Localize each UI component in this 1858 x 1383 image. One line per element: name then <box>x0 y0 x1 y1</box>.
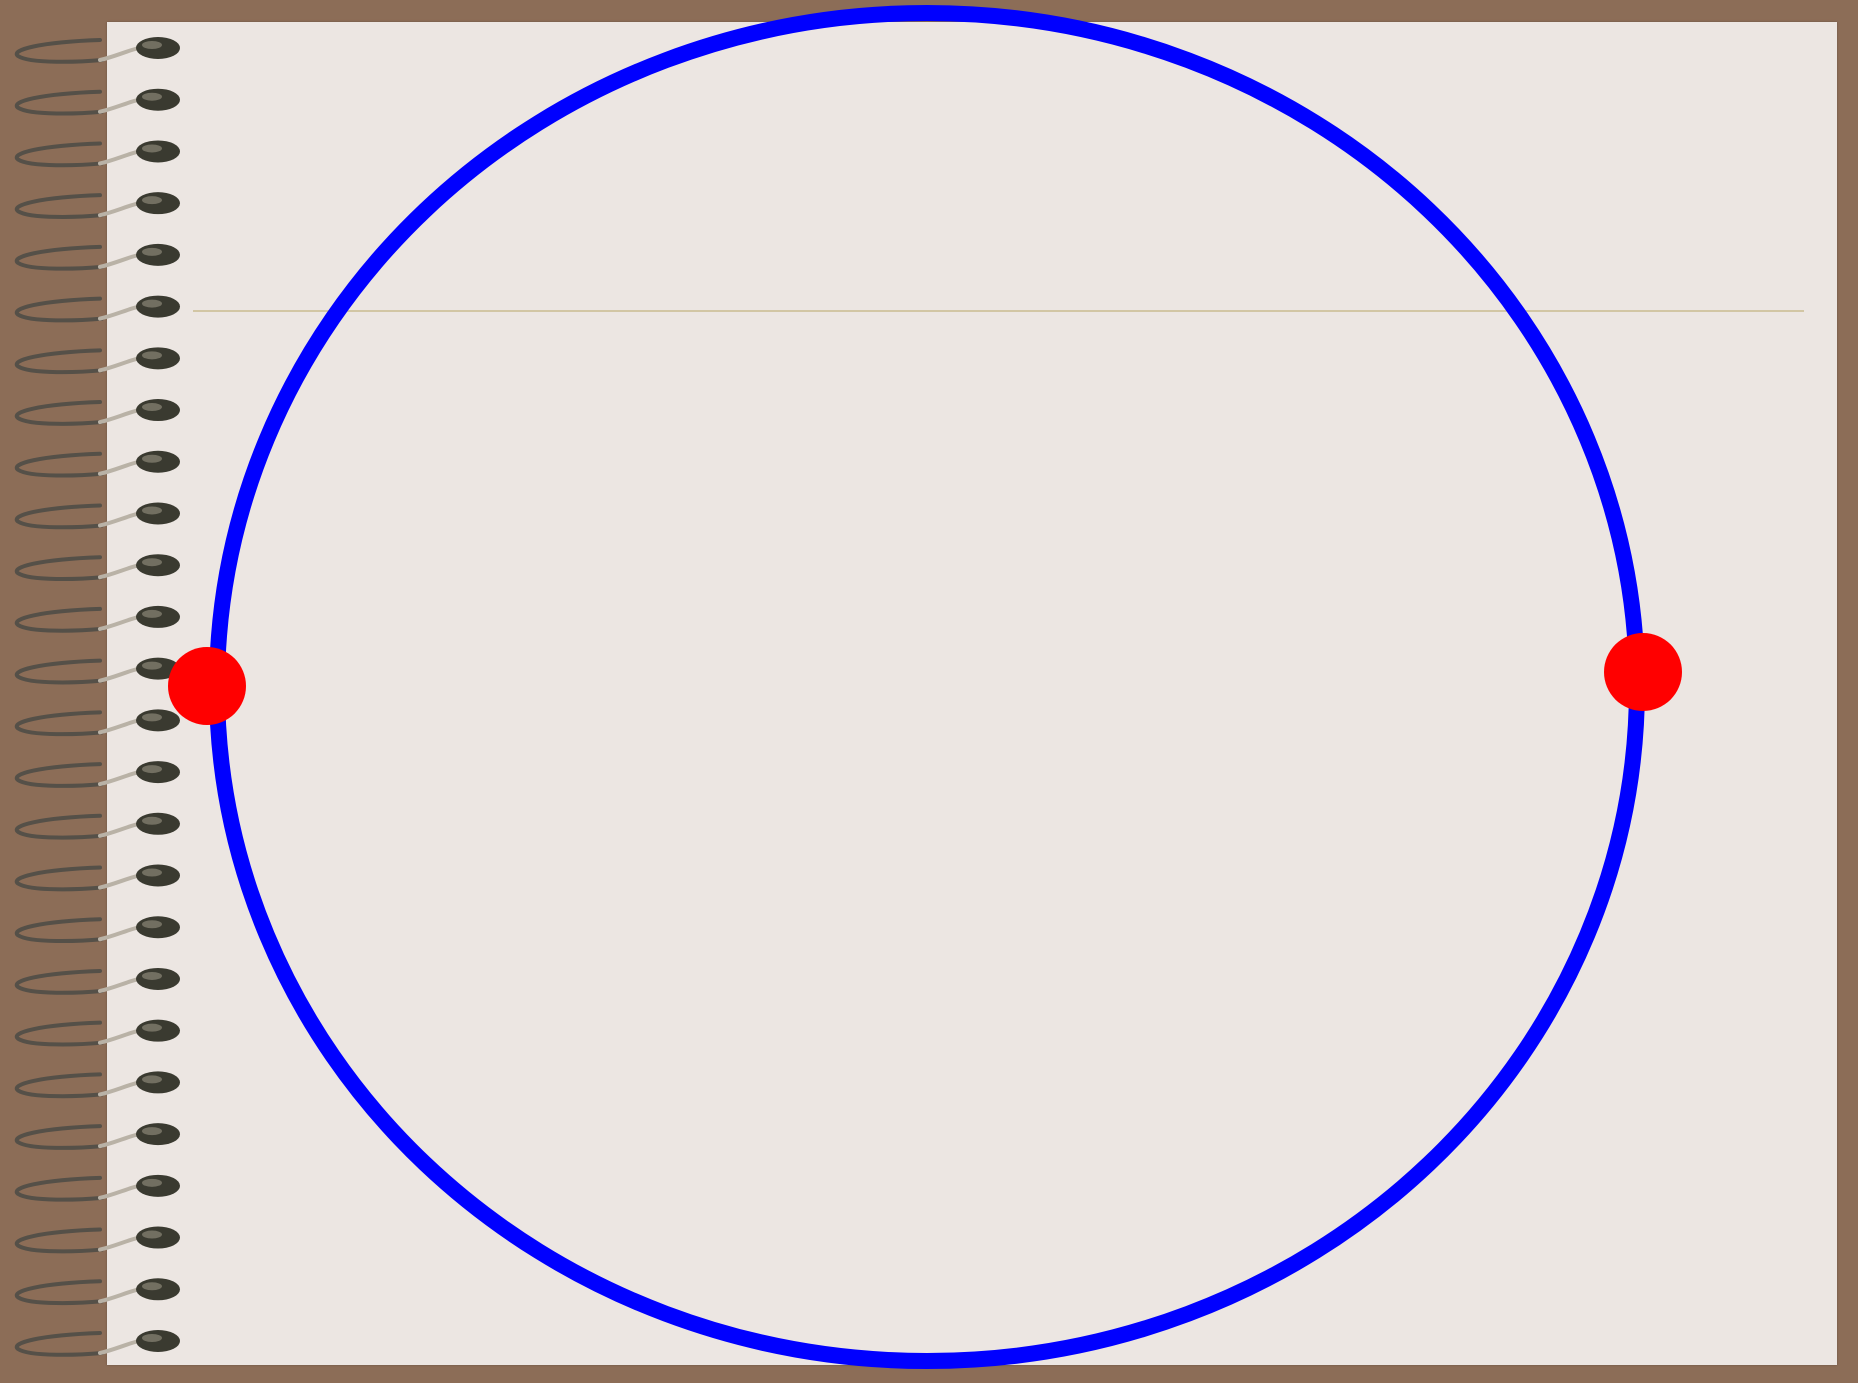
blue-circle <box>217 13 1637 1361</box>
spiral-ring <box>17 709 180 734</box>
spiral-ring <box>17 451 180 476</box>
right-red-point <box>1604 633 1682 711</box>
spiral-ring <box>17 502 180 527</box>
spiral-ring <box>17 347 180 372</box>
spiral-ring <box>17 1175 180 1200</box>
spiral-ring <box>17 554 180 579</box>
spiral-ring <box>17 399 180 424</box>
spiral-ring <box>17 865 180 890</box>
spiral-ring <box>17 1278 180 1303</box>
spiral-ring <box>17 89 180 114</box>
spiral-ring <box>17 968 180 993</box>
spiral-ring <box>17 813 180 838</box>
spiral-ring <box>17 606 180 631</box>
spiral-ring <box>17 1227 180 1252</box>
spiral-ring <box>17 192 180 217</box>
spiral-ring <box>17 916 180 941</box>
spiral-ring <box>17 140 180 165</box>
spiral-ring <box>17 1330 180 1355</box>
spiral-ring <box>17 1020 180 1045</box>
notebook-spiral-binding <box>17 37 180 1355</box>
spiral-ring <box>17 296 180 321</box>
spiral-ring <box>17 244 180 269</box>
spiral-ring <box>17 37 180 62</box>
spiral-ring <box>17 658 180 683</box>
left-red-point <box>168 647 246 725</box>
spiral-ring <box>17 761 180 786</box>
spiral-ring <box>17 1071 180 1096</box>
spiral-ring <box>17 1123 180 1148</box>
